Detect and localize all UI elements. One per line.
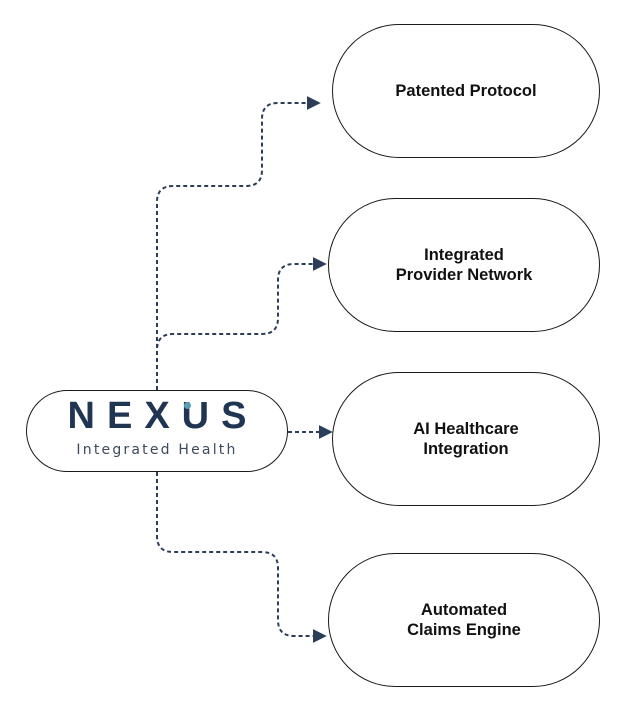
node-label: Integrated Provider Network: [395, 246, 533, 284]
brand-subtitle: Integrated Health: [76, 442, 238, 458]
node-label: Automated Claims Engine: [407, 601, 521, 639]
connector-patented-protocol: [156, 96, 321, 390]
node-label: AI Healthcare Integration: [413, 420, 519, 458]
connector-claims-engine: [156, 472, 327, 643]
brand-accent-dot: [184, 402, 191, 409]
connector-provider-network: [156, 257, 327, 390]
brand-name: NEXUS: [67, 395, 259, 437]
node-patented-protocol: Patented Protocol: [332, 24, 600, 158]
node-automated-claims-engine: Automated Claims Engine: [328, 553, 600, 687]
node-ai-healthcare-integration: AI Healthcare Integration: [332, 372, 600, 506]
node-integrated-provider-network: Integrated Provider Network: [328, 198, 600, 332]
nexus-logo-node: NEXUS Integrated Health: [26, 390, 288, 472]
node-label: Patented Protocol: [395, 82, 537, 100]
